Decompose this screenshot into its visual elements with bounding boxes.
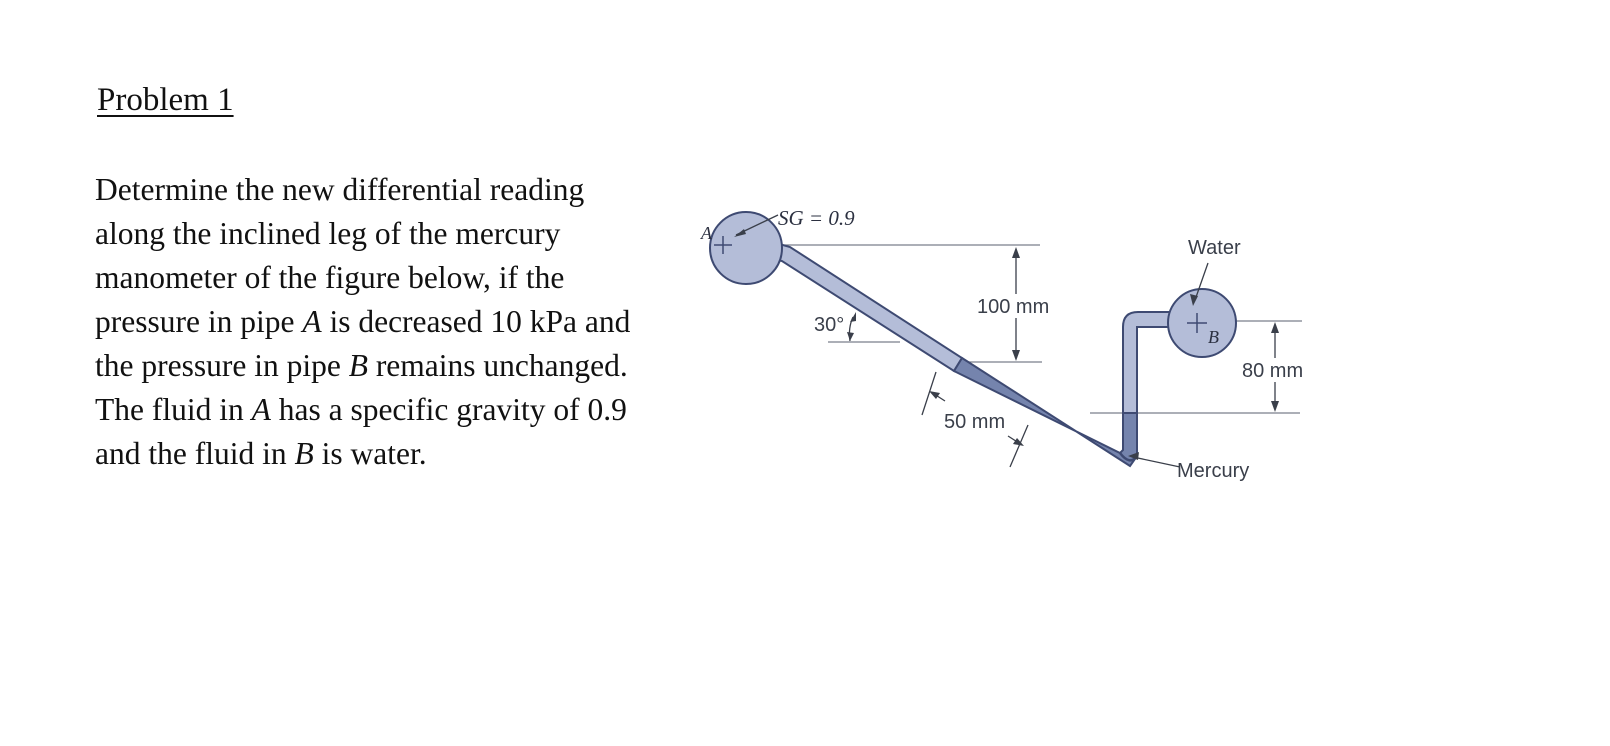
dim-80-arrow-top: [1271, 322, 1279, 333]
dim-50-label: 50 mm: [944, 411, 1005, 433]
dim-100-arrow-bottom: [1012, 350, 1020, 361]
dimension-80mm: 80 mm: [1240, 322, 1310, 412]
mercury-arrowhead: [1128, 452, 1139, 460]
problem-statement: Determine the new differential reading al…: [95, 168, 715, 476]
sg-arrowhead: [734, 229, 746, 237]
water-leader: [1194, 262, 1209, 301]
dim-50-ext-right: [1009, 424, 1029, 468]
water-arrowhead: [1190, 294, 1198, 306]
statement-line: the pressure in pipe B remains unchanged…: [95, 344, 715, 388]
tube-water-section: [1122, 311, 1179, 414]
variable-symbol: A: [302, 304, 322, 339]
statement-text: manometer of the figure below, if the: [95, 260, 565, 295]
manometer-figure: A B SG = 0.9 Water Mercury 100 mm 80 mm: [700, 206, 1310, 482]
variable-symbol: B: [348, 348, 368, 383]
water-label: Water: [1188, 237, 1241, 259]
pipe-a-circle: [709, 211, 783, 285]
dim-80-arrow-bottom: [1271, 401, 1279, 412]
statement-text: remains unchanged.: [367, 348, 628, 383]
statement-line: and the fluid in B is water.: [95, 432, 715, 476]
statement-text: has a specific gravity of 0.9: [270, 392, 627, 427]
dimension-50mm: 50 mm: [921, 371, 1029, 468]
statement-text: Determine the new differential reading: [95, 172, 585, 207]
sg-annotation: SG = 0.9: [734, 206, 855, 237]
dim-50-arrow-left: [929, 391, 940, 399]
dim-100-label: 100 mm: [977, 296, 1049, 318]
pipe-a: A: [700, 211, 783, 285]
mercury-label: Mercury: [1177, 460, 1249, 482]
statement-text: The fluid in: [95, 392, 252, 427]
dim-80-label: 80 mm: [1242, 360, 1303, 382]
statement-line: pressure in pipe A is decreased 10 kPa a…: [95, 300, 715, 344]
pipe-b-label: B: [1208, 327, 1219, 347]
dim-50-arrow-right: [1013, 438, 1024, 446]
statement-line: along the inclined leg of the mercury: [95, 212, 715, 256]
angle-arrow-bottom: [847, 332, 854, 341]
statement-line: manometer of the figure below, if the: [95, 256, 715, 300]
pipe-b: B: [1167, 288, 1237, 358]
problem-title: Problem 1: [97, 82, 234, 118]
dimension-100mm: 100 mm: [977, 247, 1056, 361]
variable-symbol: B: [294, 436, 314, 471]
dim-100-arrow-top: [1012, 247, 1020, 258]
angle-annotation: 30°: [814, 312, 856, 342]
tube-air-section: [764, 238, 964, 373]
statement-text: and the fluid in: [95, 436, 295, 471]
statement-line: The fluid in A has a specific gravity of…: [95, 388, 715, 432]
water-annotation: Water: [1188, 237, 1241, 306]
mercury-leader: [1132, 456, 1181, 468]
angle-label: 30°: [814, 314, 844, 336]
pipe-a-label: A: [700, 223, 713, 243]
variable-symbol: A: [251, 392, 271, 427]
statement-text: is water.: [313, 436, 427, 471]
statement-text: is decreased 10 kPa and: [321, 304, 631, 339]
dim-50-ext-left: [921, 371, 937, 416]
angle-arrow-top: [850, 312, 856, 322]
statement-text: the pressure in pipe: [95, 348, 349, 383]
mercury-annotation: Mercury: [1128, 452, 1249, 482]
statement-line: Determine the new differential reading: [95, 168, 715, 212]
sg-label: SG = 0.9: [778, 206, 855, 230]
manometer-tube: [764, 238, 1179, 468]
statement-text: along the inclined leg of the mercury: [95, 216, 561, 251]
statement-text: pressure in pipe: [95, 304, 303, 339]
